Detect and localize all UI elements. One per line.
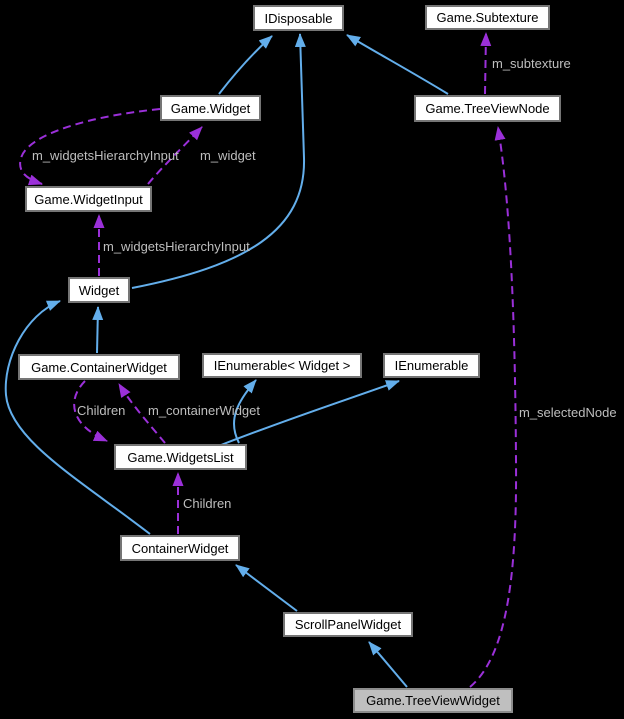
node-game-subtexture[interactable]: Game.Subtexture <box>425 5 550 30</box>
edge-widgetslist-to-ienumerable <box>220 380 400 446</box>
edge-treeviewwidget-to-treeviewnode <box>469 126 518 688</box>
edge-label-m-widgetshierarchyinput-1: m_widgetsHierarchyInput <box>32 148 179 163</box>
node-widget[interactable]: Widget <box>68 277 130 303</box>
node-scrollpanelwidget[interactable]: ScrollPanelWidget <box>283 612 413 637</box>
edge-label-m-widgetshierarchyinput-2: m_widgetsHierarchyInput <box>103 239 250 254</box>
edge-widgetslist-to-gamecontainerwidget <box>118 383 166 444</box>
node-ienumerable[interactable]: IEnumerable <box>383 353 480 378</box>
edge-gamewidget-to-idisposable <box>218 35 273 95</box>
node-game-treeviewnode[interactable]: Game.TreeViewNode <box>414 95 561 122</box>
node-game-treeviewwidget[interactable]: Game.TreeViewWidget <box>353 688 513 713</box>
edge-widgetinput-to-gamewidget <box>147 126 203 185</box>
edge-treeviewwidget-to-scrollpanelwidget <box>368 641 408 688</box>
node-game-widget[interactable]: Game.Widget <box>160 95 261 121</box>
node-game-widgetslist[interactable]: Game.WidgetsList <box>114 444 247 470</box>
edge-scrollpanelwidget-to-containerwidget <box>235 564 298 612</box>
edge-label-m-subtexture: m_subtexture <box>492 56 571 71</box>
edge-label-m-widget: m_widget <box>200 148 256 163</box>
edge-label-children-1: Children <box>77 403 126 418</box>
edge-gamewidget-to-widgetinput <box>19 108 161 186</box>
edge-containerwidget-to-widget <box>4 300 151 535</box>
edge-label-m-containerwidget: m_containerWidget <box>148 403 260 418</box>
edge-label-children-2: Children <box>183 496 232 511</box>
edge-treeviewnode-to-idisposable <box>346 34 449 95</box>
node-game-widgetinput[interactable]: Game.WidgetInput <box>25 186 152 212</box>
edge-label-m-selectednode: m_selectedNode <box>519 405 617 420</box>
edge-widgetslist-to-ienumerablewidget <box>233 379 257 444</box>
edge-treeviewnode-to-subtexture <box>480 32 492 95</box>
node-ienumerable-widget[interactable]: IEnumerable< Widget > <box>202 353 362 378</box>
edge-gamecontainerwidget-to-widget <box>92 306 104 354</box>
edge-gamecontainerwidget-to-widgetslist <box>73 380 108 442</box>
node-game-containerwidget[interactable]: Game.ContainerWidget <box>18 354 180 380</box>
node-containerwidget[interactable]: ContainerWidget <box>120 535 240 561</box>
edge-widget-to-idisposable <box>131 33 306 289</box>
node-idisposable[interactable]: IDisposable <box>253 5 344 31</box>
